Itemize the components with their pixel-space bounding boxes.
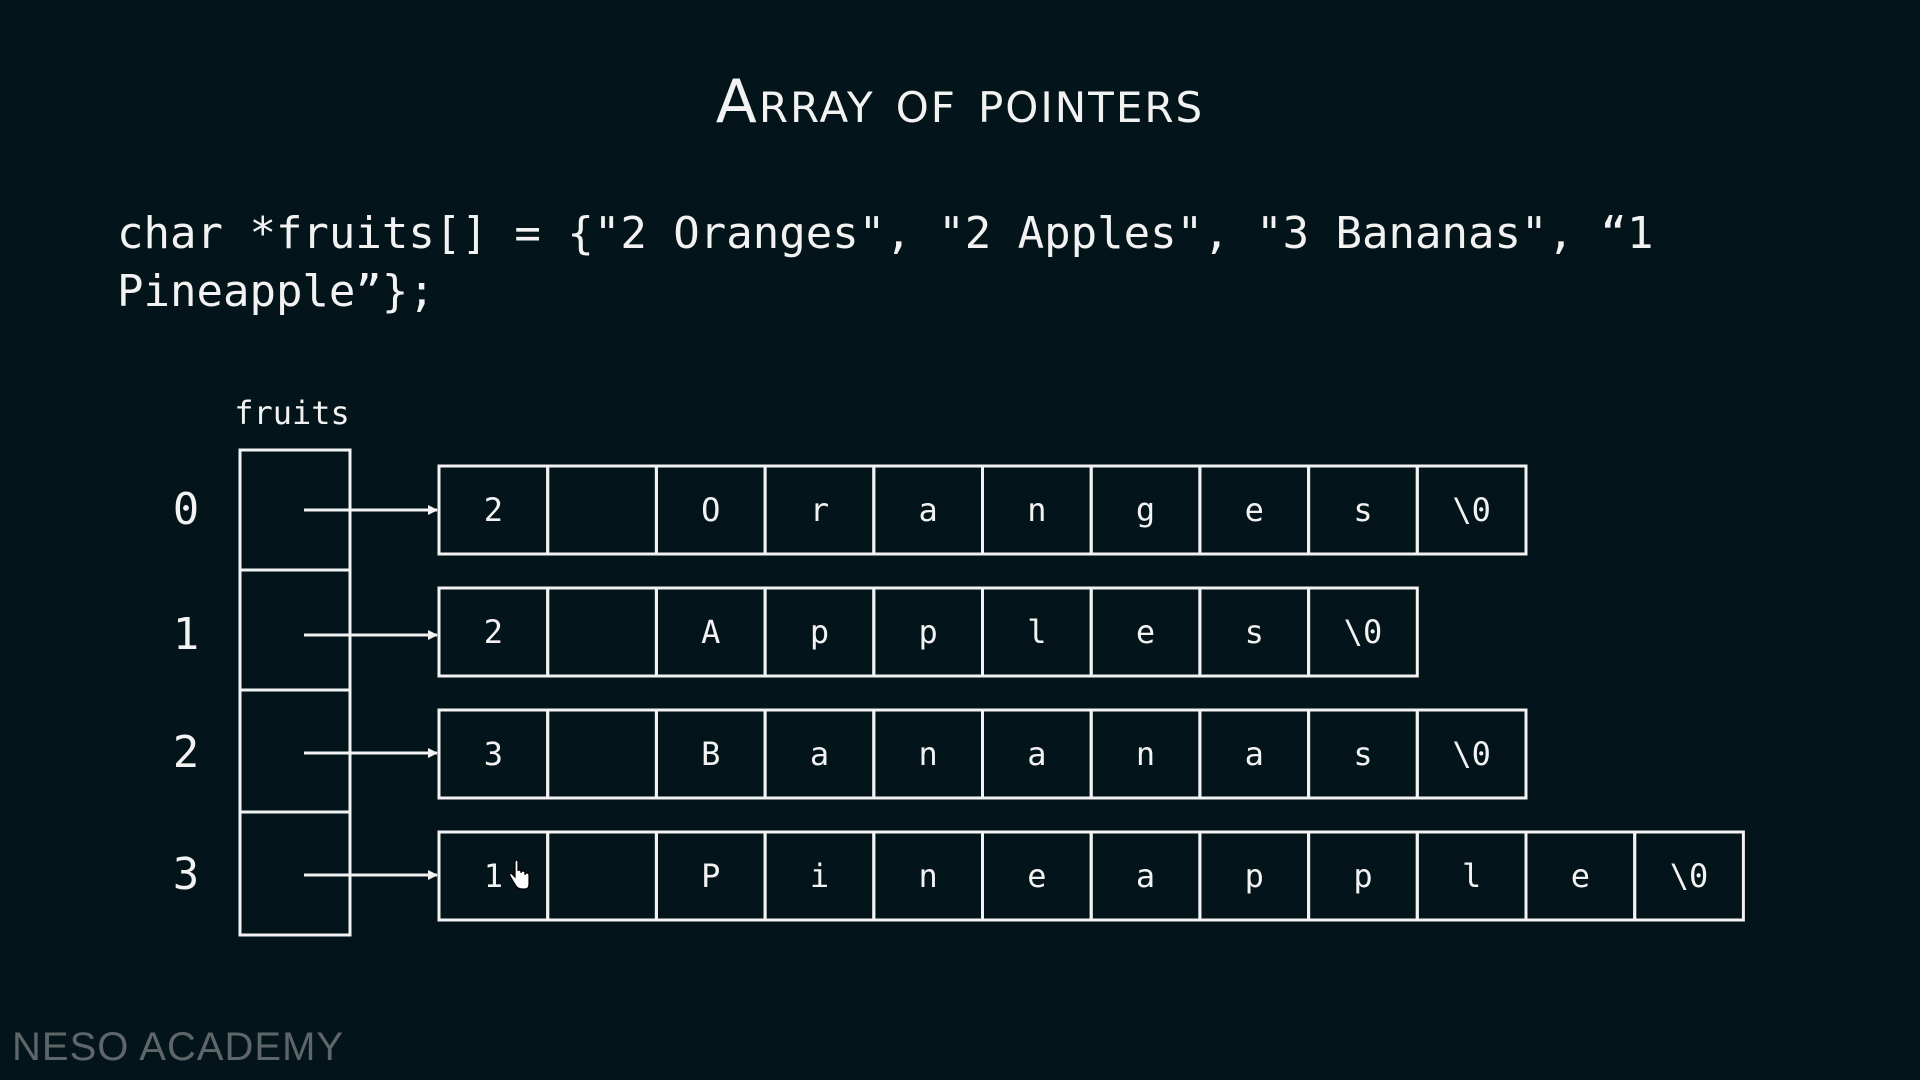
char-label-3-2: P — [701, 857, 720, 895]
char-label-2-5: a — [1027, 735, 1046, 773]
char-label-3-0: 1 — [484, 857, 503, 895]
char-label-2-7: a — [1245, 735, 1264, 773]
code-declaration: char *fruits[] = {"2 Oranges", "2 Apples… — [117, 205, 1817, 321]
watermark-logo: NESO ACADEMY — [12, 1025, 345, 1069]
char-label-1-5: l — [1027, 613, 1046, 651]
char-label-3-7: p — [1245, 857, 1264, 895]
char-cell-1-1 — [546, 586, 658, 678]
char-label-3-3: i — [810, 857, 829, 895]
slide-title: Array of pointers — [715, 67, 1205, 137]
index-label-1: 1 — [173, 609, 200, 660]
char-label-3-5: e — [1027, 857, 1046, 895]
char-label-3-10: e — [1571, 857, 1590, 895]
char-label-0-5: n — [1027, 491, 1046, 529]
char-label-2-2: B — [701, 735, 720, 773]
char-label-1-0: 2 — [484, 613, 503, 651]
index-label-0: 0 — [173, 484, 200, 535]
char-label-1-6: e — [1136, 613, 1155, 651]
index-label-3: 3 — [173, 849, 200, 900]
char-label-0-2: O — [701, 491, 720, 529]
index-label-2: 2 — [173, 727, 200, 778]
char-label-2-8: s — [1353, 735, 1372, 773]
char-label-0-3: r — [810, 491, 829, 529]
char-label-3-4: n — [919, 857, 938, 895]
char-label-0-8: s — [1353, 491, 1372, 529]
code-line-1: char *fruits[] = {"2 Oranges", "2 Apples… — [117, 208, 1654, 259]
char-label-2-4: n — [919, 735, 938, 773]
char-cell-2-1 — [546, 708, 658, 800]
char-cell-3-1 — [546, 830, 658, 922]
array-label: fruits — [234, 394, 350, 432]
hand-cursor-icon — [509, 860, 530, 890]
pointer-slot-2 — [238, 688, 352, 814]
char-label-2-9: \0 — [1452, 735, 1491, 773]
char-label-0-9: \0 — [1452, 491, 1491, 529]
char-label-0-6: g — [1136, 491, 1155, 529]
char-label-2-0: 3 — [484, 735, 503, 773]
char-label-3-9: l — [1462, 857, 1481, 895]
char-cell-1-8 — [1307, 586, 1419, 678]
char-cell-0-9 — [1415, 464, 1528, 556]
char-label-3-6: a — [1136, 857, 1155, 895]
char-label-1-8: \0 — [1344, 613, 1383, 651]
char-cell-3-11 — [1633, 830, 1745, 922]
char-label-2-3: a — [810, 735, 829, 773]
char-label-1-2: A — [701, 613, 720, 651]
char-label-3-8: p — [1353, 857, 1372, 895]
char-label-0-4: a — [919, 491, 938, 529]
pointer-slot-1 — [238, 568, 352, 692]
char-label-1-3: p — [810, 613, 829, 651]
char-label-2-6: n — [1136, 735, 1155, 773]
char-label-0-7: e — [1245, 491, 1264, 529]
char-cell-0-1 — [546, 464, 658, 556]
char-label-3-11: \0 — [1670, 857, 1709, 895]
char-cell-2-9 — [1415, 708, 1528, 800]
char-label-1-4: p — [919, 613, 938, 651]
char-label-1-7: s — [1245, 613, 1264, 651]
char-label-0-0: 2 — [484, 491, 503, 529]
code-line-2: Pineapple”}; — [117, 266, 435, 317]
